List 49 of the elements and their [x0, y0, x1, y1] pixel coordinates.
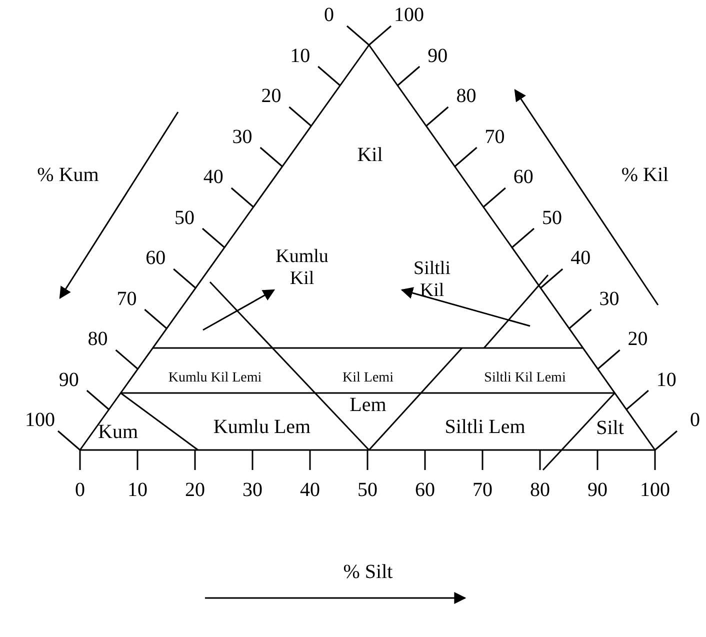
tick-label: 30: [599, 288, 620, 310]
tick-label: 70: [116, 288, 137, 310]
tick-label: 0: [690, 409, 700, 431]
region-label: Siltli Kil Lemi: [484, 370, 566, 386]
tick-label: 90: [588, 479, 608, 501]
tick-label: 20: [628, 328, 648, 350]
tick-label: 40: [203, 166, 224, 188]
tick-label: 10: [128, 479, 148, 501]
tick-label: 100: [394, 4, 424, 26]
region-label: Siltli Kil: [402, 258, 462, 302]
axis-title: % Kum: [37, 164, 99, 186]
tick-label: 80: [88, 328, 108, 350]
tick-label: 60: [146, 247, 166, 269]
region-label: Siltli Lem: [444, 416, 526, 438]
region-label: Lem: [350, 394, 386, 416]
axis-title: % Kil: [621, 164, 669, 186]
tick-label: 60: [513, 166, 534, 188]
tick-label: 20: [185, 479, 205, 501]
region-label: Kum: [98, 421, 138, 443]
axis-title: % Silt: [343, 561, 393, 583]
region-label: Kumlu Kil: [272, 246, 332, 290]
region-label: Kil Lemi: [342, 370, 394, 386]
tick-label: 50: [174, 206, 194, 228]
tick-label: 20: [261, 85, 282, 107]
tick-label: 80: [456, 85, 476, 107]
tick-label: 30: [232, 126, 252, 148]
tick-label: 90: [58, 368, 79, 390]
tick-label: 0: [324, 4, 334, 26]
tick-label: 10: [290, 44, 310, 66]
tick-label: 90: [428, 44, 448, 66]
tick-label: 30: [242, 479, 262, 501]
tick-label: 50: [542, 206, 562, 228]
region-label: Kil: [357, 144, 383, 166]
tick-label: 10: [656, 368, 676, 390]
tick-label: 80: [530, 479, 550, 501]
tick-label: 0: [75, 479, 85, 501]
leader-arrow: [202, 289, 276, 331]
leader-arrow: [400, 287, 530, 327]
tick-label: 60: [415, 479, 435, 501]
region-label: Kumlu Kil Lemi: [168, 370, 262, 386]
tick-label: 40: [570, 247, 591, 269]
tick-label: 100: [25, 409, 55, 431]
tick-label: 100: [640, 479, 670, 501]
tick-label: 70: [484, 126, 505, 148]
tick-label: 70: [472, 479, 492, 501]
region-label: Kumlu Lem: [213, 416, 311, 438]
region-label: Silt: [596, 417, 624, 439]
tick-label: 50: [358, 479, 378, 501]
tick-label: 40: [300, 479, 320, 501]
